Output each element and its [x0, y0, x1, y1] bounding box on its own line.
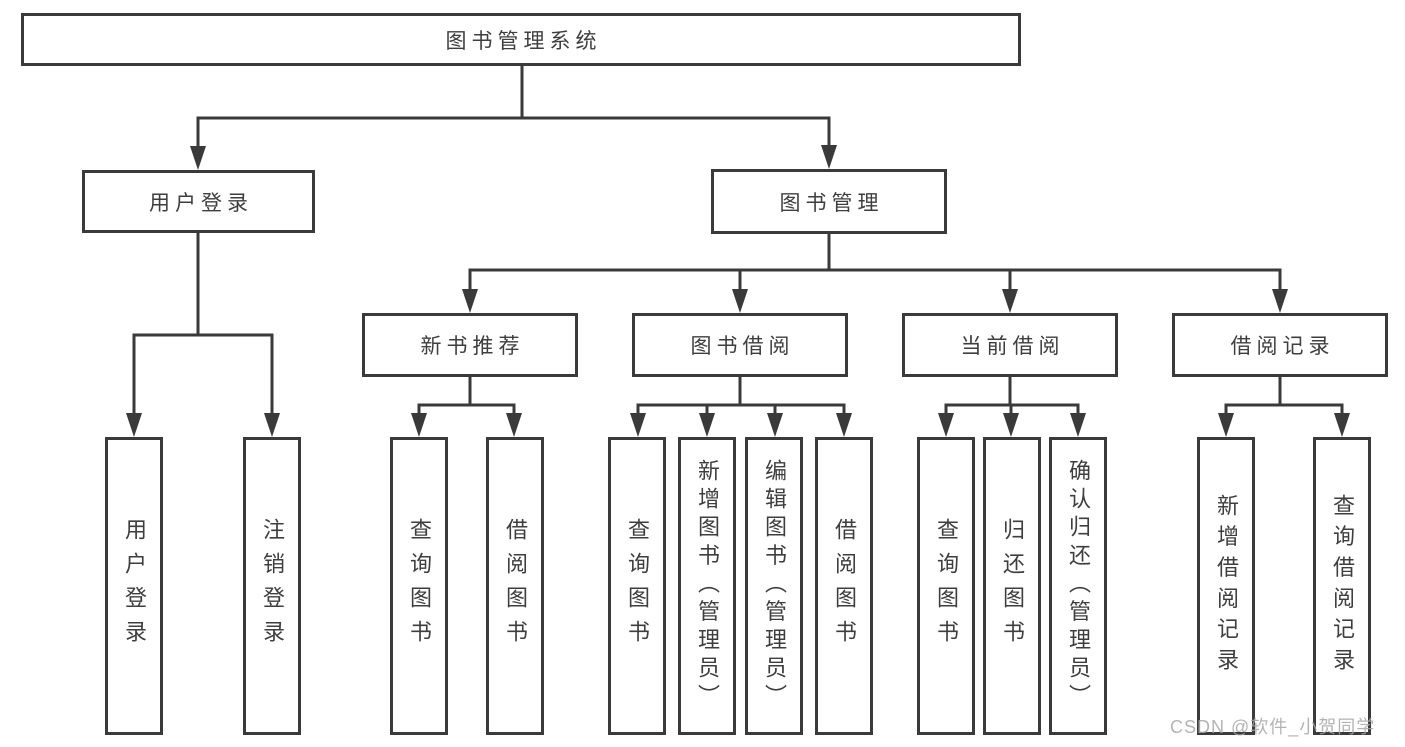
arrowhead-icon — [1070, 413, 1086, 437]
node-leaf-add-borrow-record-label: 新增借阅记录 — [1214, 493, 1239, 679]
node-leaf-confirm-return-admin-label: 确认归还（管理员） — [1066, 459, 1091, 713]
arrowhead-icon — [767, 413, 783, 437]
arrowhead-icon — [821, 145, 837, 169]
node-leaf-edit-book-admin: 编辑图书（管理员） — [745, 437, 803, 735]
arrowhead-icon — [630, 413, 646, 437]
node-leaf-add-borrow-record: 新增借阅记录 — [1197, 437, 1255, 735]
arrowhead-icon — [190, 146, 206, 170]
node-leaf-add-book-admin: 新增图书（管理员） — [678, 437, 736, 735]
arrowhead-icon — [836, 413, 852, 437]
node-leaf-return-books: 归还图书 — [983, 437, 1041, 735]
node-leaf-query-borrow-record: 查询借阅记录 — [1313, 437, 1371, 735]
node-leaf-confirm-return-admin: 确认归还（管理员） — [1049, 437, 1107, 735]
arrowhead-icon — [1003, 413, 1019, 437]
node-library-system-label: 图书管理系统 — [445, 29, 602, 53]
arrowhead-icon — [1002, 289, 1018, 313]
arrowhead-icon — [1218, 413, 1234, 437]
arrowhead-icon — [732, 289, 748, 313]
arrowhead-group — [126, 145, 1350, 437]
arrowhead-icon — [506, 413, 522, 437]
node-leaf-borrow-books-borrowing: 借阅图书 — [815, 437, 873, 735]
node-leaf-query-books-borrowing: 查询图书 — [608, 437, 666, 735]
csdn-watermark: CSDN @软件_小贺同学 — [1170, 717, 1376, 737]
node-book-borrowing-label: 图书借阅 — [690, 335, 795, 358]
node-user-login-label: 用户登录 — [149, 191, 253, 215]
node-leaf-query-books-borrowing-label: 查询图书 — [625, 517, 650, 655]
node-borrowing-records-label: 借阅记录 — [1230, 335, 1335, 358]
arrowhead-icon — [938, 413, 954, 437]
arrowhead-icon — [1272, 289, 1288, 313]
node-new-book-recommend: 新书推荐 — [362, 313, 578, 377]
node-user-login: 用户登录 — [82, 170, 315, 233]
node-leaf-query-books-recommend-label: 查询图书 — [407, 517, 432, 655]
node-leaf-borrow-books-recommend-label: 借阅图书 — [503, 517, 528, 655]
node-leaf-return-books-label: 归还图书 — [1000, 517, 1025, 655]
node-leaf-user-login-label: 用户登录 — [122, 517, 147, 655]
node-current-borrowing-label: 当前借阅 — [960, 335, 1065, 358]
node-library-system: 图书管理系统 — [21, 13, 1021, 66]
arrowhead-icon — [462, 289, 478, 313]
arrowhead-icon — [1334, 413, 1350, 437]
node-book-management-label: 图书管理 — [779, 191, 884, 215]
arrowhead-icon — [264, 413, 280, 437]
node-leaf-add-book-admin-label: 新增图书（管理员） — [695, 459, 720, 713]
node-leaf-query-books-recommend: 查询图书 — [390, 437, 448, 735]
node-leaf-logout-label: 注销登录 — [260, 517, 285, 655]
node-borrowing-records: 借阅记录 — [1172, 313, 1388, 377]
node-leaf-edit-book-admin-label: 编辑图书（管理员） — [762, 459, 787, 713]
node-book-management: 图书管理 — [711, 169, 947, 234]
node-leaf-query-books-current: 查询图书 — [917, 437, 975, 735]
node-leaf-borrow-books-recommend: 借阅图书 — [486, 437, 544, 735]
node-current-borrowing: 当前借阅 — [902, 313, 1118, 377]
node-new-book-recommend-label: 新书推荐 — [420, 335, 525, 358]
arrowhead-icon — [126, 413, 142, 437]
node-leaf-logout: 注销登录 — [243, 437, 301, 735]
node-book-borrowing: 图书借阅 — [632, 313, 848, 377]
node-leaf-query-borrow-record-label: 查询借阅记录 — [1330, 493, 1355, 679]
node-leaf-user-login: 用户登录 — [105, 437, 163, 735]
node-leaf-query-books-current-label: 查询图书 — [934, 517, 959, 655]
node-leaf-borrow-books-borrowing-label: 借阅图书 — [832, 517, 857, 655]
arrowhead-icon — [411, 413, 427, 437]
arrowhead-icon — [699, 413, 715, 437]
